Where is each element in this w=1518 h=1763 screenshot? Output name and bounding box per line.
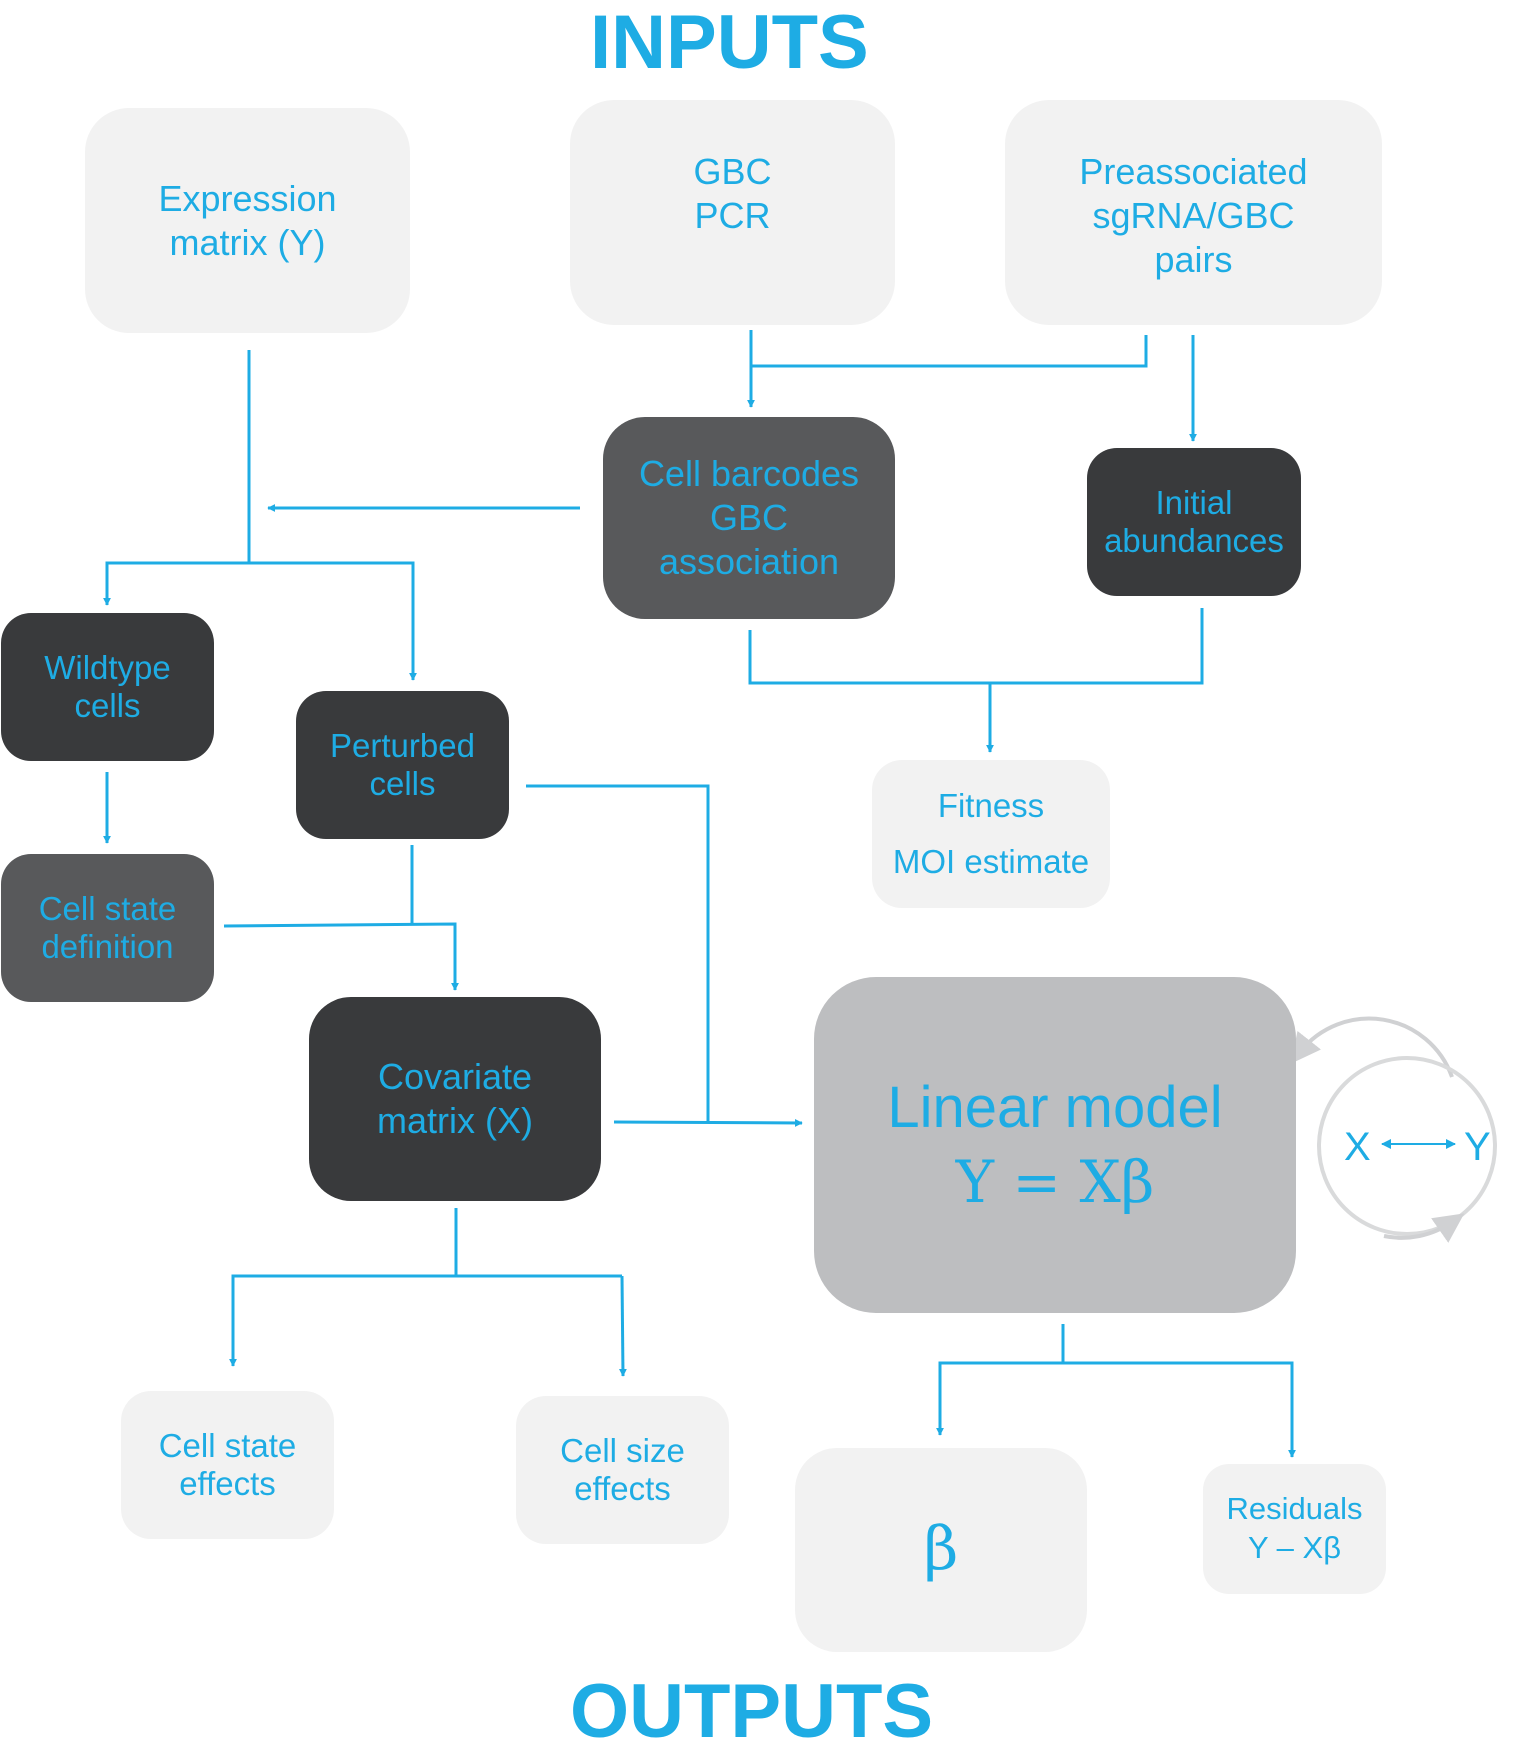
gbc-pcr-line-1: GBC	[693, 151, 772, 192]
residuals-box: Residuals Y – Xβ	[1203, 1464, 1386, 1594]
beta-symbol: β	[923, 1514, 959, 1585]
arrow-trunk-to-wildtype	[103, 561, 249, 606]
perturbed-line-2: cells	[369, 765, 436, 802]
wildtype-line-1: Wildtype	[44, 649, 171, 687]
cycle-arrow-bottom-visible	[1383, 1213, 1465, 1243]
wildtype-cells-box: Wildtype cells	[1, 613, 214, 761]
arrow-model-to-residuals	[1063, 1361, 1296, 1458]
perturbed-line-1: Perturbed	[330, 727, 475, 765]
initial-abundances-box: Initial abundances	[1087, 448, 1301, 596]
cycle-arrow-top	[1290, 1016, 1454, 1078]
connector-perturbed-to-model	[526, 784, 710, 1123]
cell-barcode-association-box: Cell barcodes GBC association	[603, 417, 895, 619]
abundances-line-1: Initial	[1155, 484, 1233, 522]
preassociated-line-2: sgRNA/GBC	[1092, 194, 1295, 236]
expression-matrix-box: Expression matrix (Y)	[85, 108, 410, 333]
iteration-cycle: X Y	[1290, 1016, 1497, 1243]
wildtype-line-2: cells	[74, 687, 141, 724]
covariate-line-1: Covariate	[377, 1056, 533, 1098]
arrow-trunk-to-perturbed	[249, 561, 417, 681]
arrow-covariate-to-model	[613, 1118, 803, 1127]
covariate-matrix-box: Covariate matrix (X)	[309, 997, 601, 1201]
linear-model-equation: Y = Xβ	[955, 1148, 1155, 1216]
covariate-line-2: matrix (X)	[377, 1100, 533, 1141]
preassociated-line-1: Preassociated	[1079, 151, 1308, 192]
gbc-pcr-box: GBC PCR	[570, 100, 895, 325]
fitness-moi-box: Fitness MOI estimate	[872, 760, 1110, 908]
size-effects-line-1: Cell size	[560, 1432, 685, 1470]
arrow-to-cell-state-effects	[229, 1274, 622, 1367]
residuals-line-2: Y – Xβ	[1247, 1530, 1342, 1565]
outputs-heading-text: OUTPUTS	[570, 1669, 934, 1754]
preassociated-pairs-box: Preassociated sgRNA/GBC pairs	[1005, 100, 1382, 325]
abundances-line-2: abundances	[1104, 522, 1284, 559]
cell-size-effects-box: Cell size effects	[516, 1396, 729, 1544]
association-line-3: association	[658, 540, 840, 582]
cell-state-definition-box: Cell state definition	[1, 854, 214, 1002]
cellstate-line-2: definition	[41, 928, 174, 965]
fitness-line-1: Fitness	[937, 786, 1045, 824]
arrow-cellstate-to-covariate	[223, 922, 459, 991]
linear-model-box: Linear model Y = Xβ	[814, 977, 1296, 1313]
preassociated-line-3: pairs	[1154, 238, 1233, 280]
cycle-ring	[1317, 1056, 1497, 1236]
cycle-label-y: Y	[1464, 1125, 1491, 1169]
cellstate-line-1: Cell state	[38, 890, 177, 928]
inputs-heading-text: INPUTS	[590, 0, 869, 85]
expression-matrix-line-2: matrix (Y)	[169, 221, 326, 263]
linear-model-title: Linear model	[887, 1074, 1223, 1140]
cycle-label-x: X	[1344, 1125, 1371, 1169]
perturbed-cells-box: Perturbed cells	[296, 691, 509, 839]
arrow-to-cell-size-effects	[618, 1275, 627, 1377]
connector-preassociated-to-association	[751, 335, 1148, 368]
outputs-heading: OUTPUTS	[0, 1674, 1518, 1750]
state-effects-line-2: effects	[179, 1465, 276, 1502]
connector-association-abundances	[748, 608, 1204, 685]
fitness-line-2: MOI estimate	[892, 843, 1090, 880]
association-line-1: Cell barcodes	[638, 453, 860, 495]
gbc-pcr-line-2: PCR	[694, 194, 771, 236]
association-line-2: GBC	[709, 497, 788, 539]
size-effects-line-2: effects	[574, 1470, 671, 1507]
arrow-model-to-beta	[936, 1361, 1063, 1436]
beta-box: β	[795, 1448, 1087, 1652]
cell-state-effects-box: Cell state effects	[121, 1391, 334, 1539]
state-effects-line-1: Cell state	[158, 1427, 297, 1465]
inputs-heading: INPUTS	[0, 5, 1518, 81]
residuals-line-1: Residuals	[1226, 1491, 1363, 1527]
expression-matrix-line-1: Expression	[158, 177, 337, 219]
